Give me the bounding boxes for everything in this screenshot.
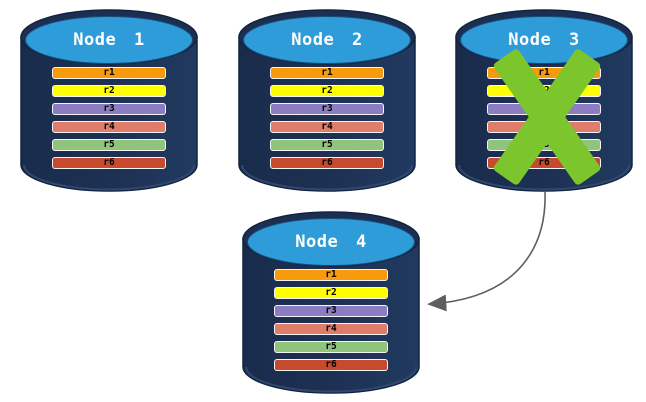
replica-row: r2 [52,85,166,97]
node-title: Node 4 [295,232,367,252]
replica-row: r6 [52,157,166,169]
replica-row: r3 [270,103,384,115]
node-title: Node 1 [73,30,145,50]
replica-row: r2 [274,287,388,299]
replica-row: r5 [274,341,388,353]
node-4: Node 4 r1 r2 r3 r4 r5 r6 [242,209,420,401]
replica-list: r1 r2 r3 r4 r5 r6 [270,67,384,175]
replica-list: r1 r2 r3 r4 r5 r6 [52,67,166,175]
failure-x-icon [493,49,601,185]
replica-row: r6 [274,359,388,371]
replica-row: r4 [270,121,384,133]
node-title: Node 2 [291,30,363,50]
replica-row: r5 [52,139,166,151]
node-title: Node 3 [508,30,580,50]
replica-row: r4 [52,121,166,133]
node-1: Node 1 r1 r2 r3 r4 r5 r6 [20,7,198,199]
node-2: Node 2 r1 r2 r3 r4 r5 r6 [238,7,416,199]
replica-list: r1 r2 r3 r4 r5 r6 [274,269,388,377]
replica-row: r2 [270,85,384,97]
replica-row: r3 [274,305,388,317]
replica-row: r3 [52,103,166,115]
replica-row: r4 [274,323,388,335]
replica-row: r1 [270,67,384,79]
replica-row: r1 [274,269,388,281]
replica-row: r6 [270,157,384,169]
replica-row: r1 [52,67,166,79]
replica-row: r5 [270,139,384,151]
